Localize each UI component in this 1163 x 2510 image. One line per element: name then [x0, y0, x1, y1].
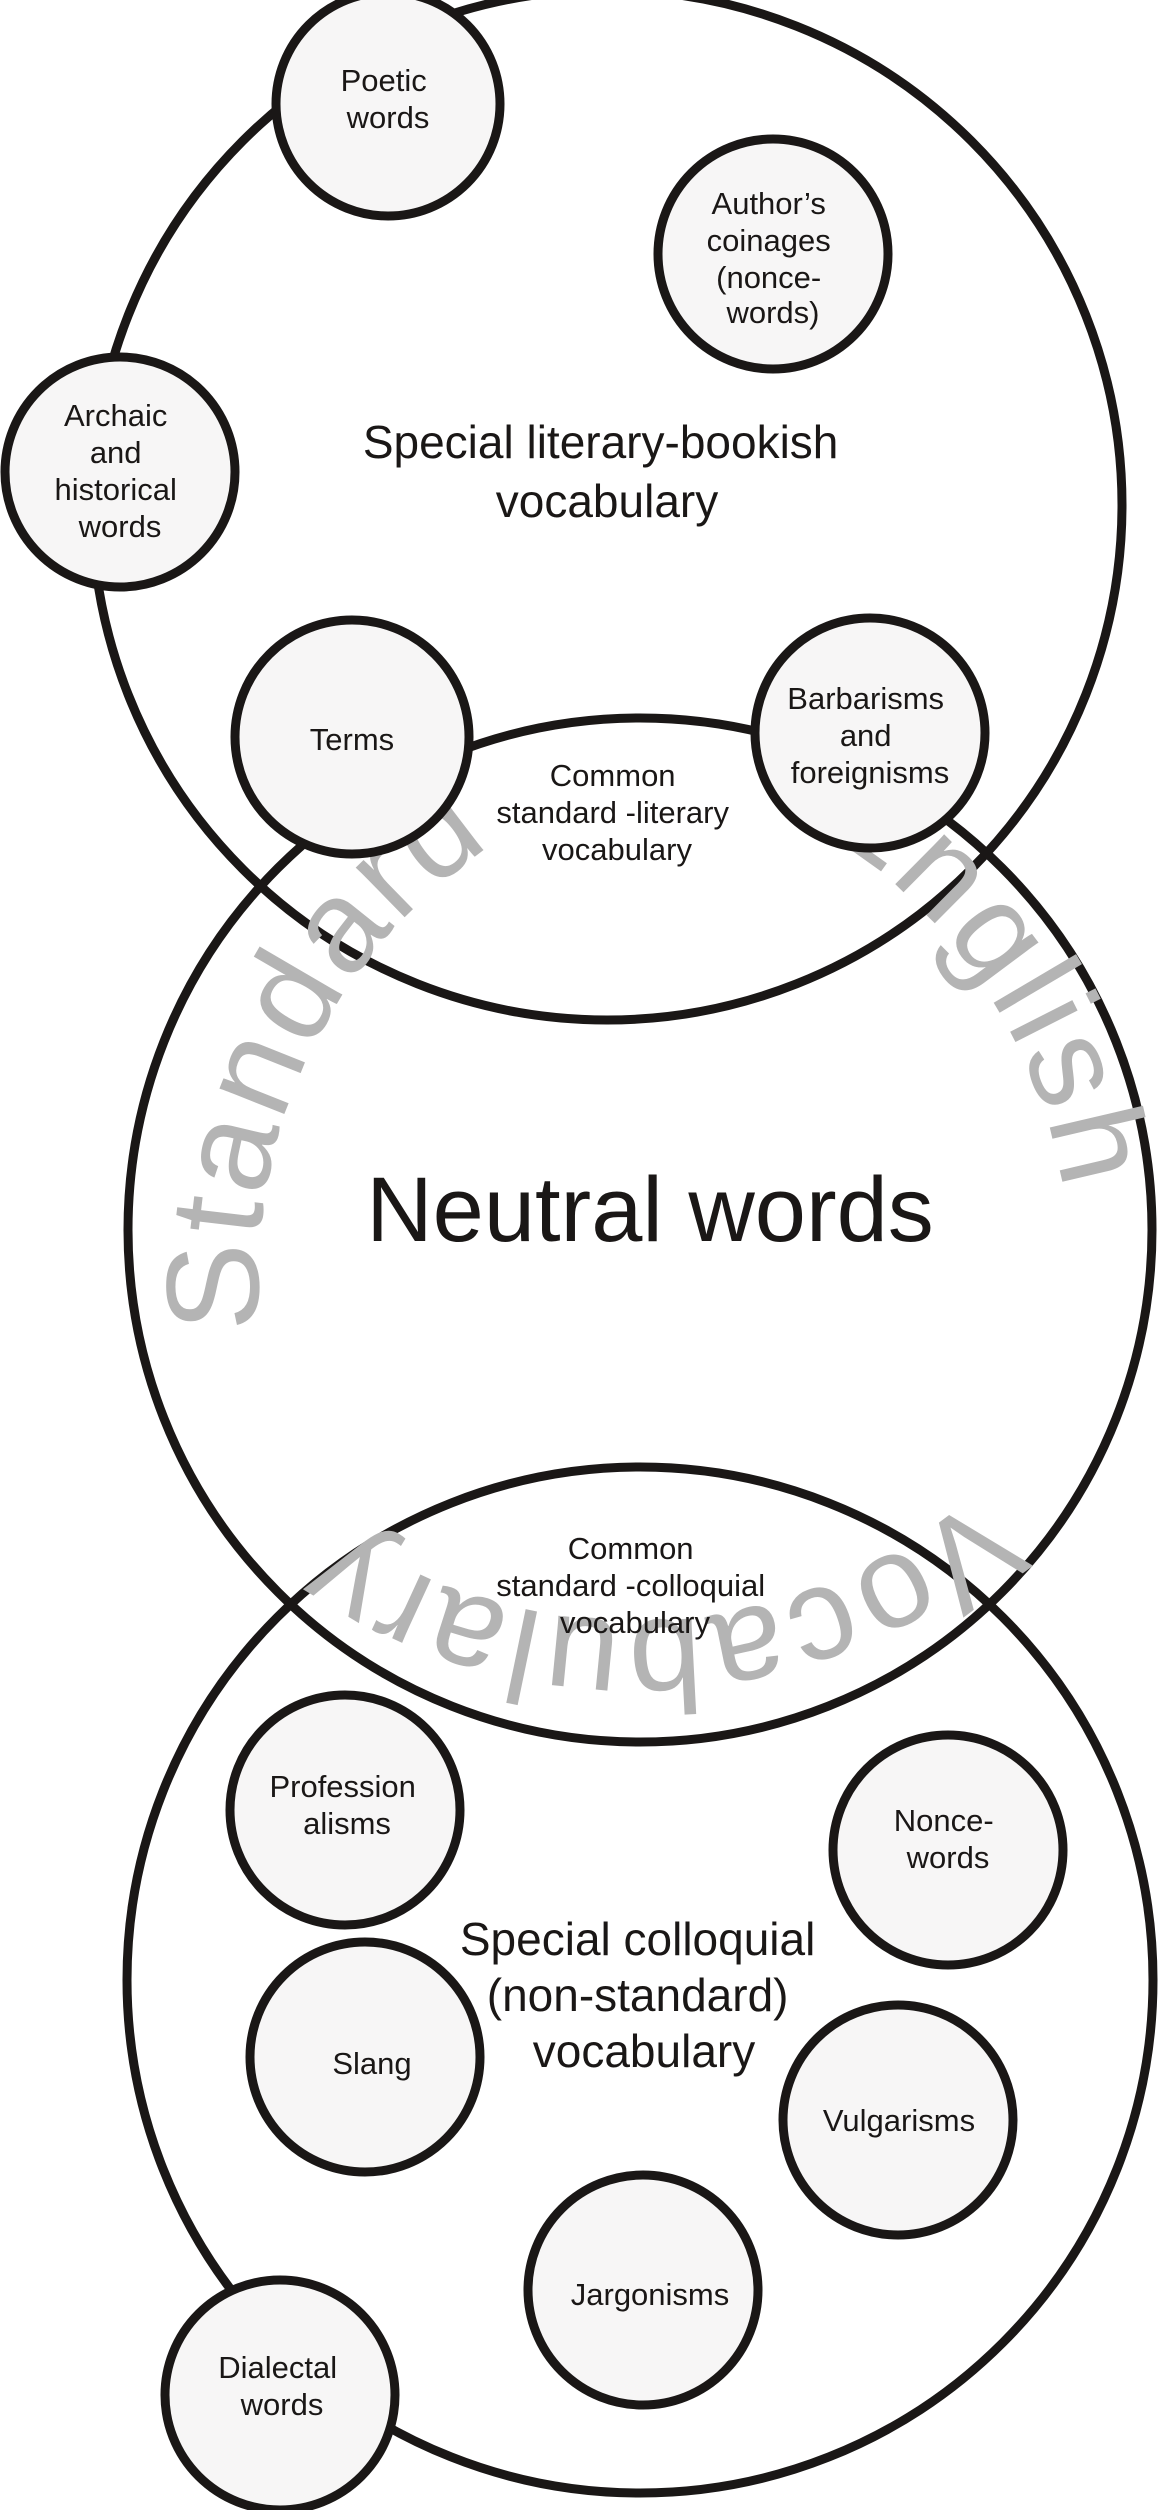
barbarisms-bubble — [750, 613, 990, 853]
poetic-words-bubble — [271, 0, 505, 221]
professionalisms-bubble — [225, 1690, 465, 1930]
jargonisms-label: Jargonisms — [571, 2277, 730, 2312]
slang-bubble — [245, 1937, 485, 2177]
dialectal-words-label: Dialectal words — [218, 2350, 346, 2422]
literary-bookish-title: Special literary-bookish vocabulary — [363, 416, 851, 527]
common-colloquial-label: Common standard -colloquial vocabulary — [496, 1531, 773, 1640]
neutral-words-circle — [123, 713, 1157, 1747]
archaic-words-label: Archaic and historical words — [55, 398, 186, 544]
vulgarisms-label: Vulgarisms — [823, 2103, 975, 2138]
colloquial-circle — [122, 1462, 1158, 2498]
terms-bubble — [230, 615, 474, 859]
jargonisms-bubble — [523, 2170, 763, 2410]
common-literary-label: Common standard -literary vocabulary — [496, 758, 737, 867]
poetic-words-label: Poetic words — [341, 63, 436, 135]
author-coinages-label: Author’s coinages (nonce- words) — [707, 186, 840, 330]
archaic-words-bubble — [0, 352, 240, 592]
vulgarisms-bubble — [778, 2000, 1018, 2240]
nonce-words-label: Nonce- words — [894, 1803, 1003, 1875]
neutral-words-title: Neutral words — [366, 1159, 934, 1261]
author-coinages-bubble — [653, 134, 893, 374]
barbarisms-label: Barbarisms and foreignisms — [787, 681, 952, 790]
colloquial-title: Special colloquial (non-standard) vocabu… — [460, 1913, 828, 2077]
terms-label: Terms — [310, 722, 394, 757]
dialectal-words-bubble — [160, 2275, 400, 2510]
nonce-words-bubble — [828, 1730, 1068, 1970]
slang-label: Slang — [332, 2046, 411, 2081]
professionalisms-label: Profession alisms — [269, 1769, 424, 1841]
